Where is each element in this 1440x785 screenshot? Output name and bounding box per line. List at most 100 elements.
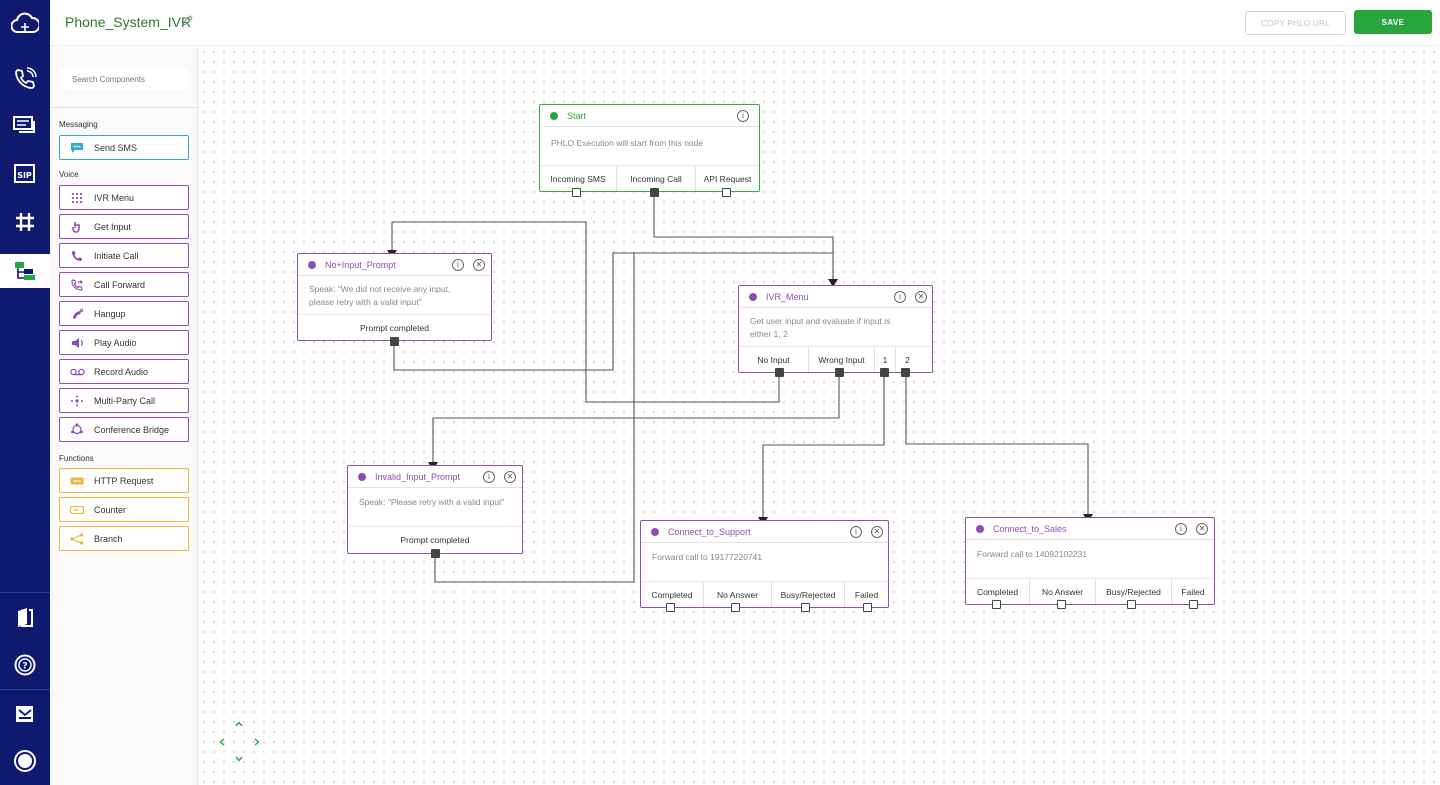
node-no-input-prompt[interactable]: No+Input_Prompt i ✕ Speak: "We did not r… xyxy=(297,253,492,341)
close-icon[interactable]: ✕ xyxy=(915,291,927,303)
port-busy-rejected[interactable] xyxy=(1127,600,1136,609)
keypad-icon xyxy=(60,192,94,204)
node-connect-to-sales[interactable]: Connect_to_Sales i ✕ Forward call to 140… xyxy=(965,517,1215,605)
rail-divider xyxy=(0,689,50,690)
port-wrong-input[interactable] xyxy=(835,368,844,377)
node-ivr-menu[interactable]: IVR_Menu i ✕ Get user input and evaluate… xyxy=(738,285,933,373)
help-icon[interactable]: ? xyxy=(0,648,50,682)
output-busy-rejected: Busy/Rejected xyxy=(771,582,844,607)
output-1: 1 xyxy=(874,347,895,372)
book-icon[interactable] xyxy=(0,601,50,635)
hashtag-icon[interactable] xyxy=(0,205,50,239)
component-counter[interactable]: Counter xyxy=(59,497,189,522)
component-send-sms[interactable]: Send SMS xyxy=(59,135,189,160)
node-connect-to-support[interactable]: Connect_to_Support i ✕ Forward call to 1… xyxy=(640,520,889,608)
output-prompt-completed: Prompt completed xyxy=(360,322,429,333)
port-prompt-completed[interactable] xyxy=(390,337,399,346)
component-label: Counter xyxy=(94,504,127,515)
copy-phlo-url-button[interactable]: COPY PHLO URL xyxy=(1245,11,1346,35)
component-label: Record Audio xyxy=(94,366,149,377)
close-icon[interactable]: ✕ xyxy=(504,471,516,483)
port-incoming-call[interactable] xyxy=(650,188,659,197)
info-icon[interactable]: i xyxy=(894,291,906,303)
component-call-forward[interactable]: Call Forward xyxy=(59,272,189,297)
component-get-input[interactable]: Get Input xyxy=(59,214,189,239)
close-icon[interactable]: ✕ xyxy=(473,259,485,271)
component-hangup[interactable]: Hangup xyxy=(59,301,189,326)
component-http-request[interactable]: HTTP Request xyxy=(59,468,189,493)
component-branch[interactable]: Branch xyxy=(59,526,189,551)
phone-icon[interactable] xyxy=(0,62,50,96)
component-label: Play Audio xyxy=(94,337,137,348)
output-completed: Completed xyxy=(651,589,693,600)
call-forward-icon xyxy=(60,278,94,291)
messages-icon[interactable] xyxy=(0,109,50,143)
account-icon[interactable] xyxy=(0,744,50,778)
section-voice: Voice xyxy=(59,170,79,179)
node-header: IVR_Menu i ✕ xyxy=(739,286,932,308)
pan-right-icon[interactable] xyxy=(250,735,264,749)
node-description: Speak: "We did not receive any input, pl… xyxy=(309,283,450,309)
component-label: Conference Bridge xyxy=(94,424,170,435)
port-no-input[interactable] xyxy=(775,368,784,377)
info-icon[interactable]: i xyxy=(452,259,464,271)
speaker-icon xyxy=(60,337,94,349)
component-conference-bridge[interactable]: Conference Bridge xyxy=(59,417,189,442)
component-initiate-call[interactable]: Initiate Call xyxy=(59,243,189,268)
node-outputs: Completed No Answer Busy/Rejected Failed xyxy=(641,581,888,607)
cloud-logo-icon[interactable] xyxy=(0,7,50,41)
sip-icon[interactable]: SIP xyxy=(0,157,50,191)
component-label: IVR Menu xyxy=(94,192,135,203)
info-icon[interactable]: i xyxy=(483,471,495,483)
left-rail: SIP ? xyxy=(0,0,50,785)
description-line: please retry with a valid input" xyxy=(309,297,422,307)
store-icon[interactable] xyxy=(0,697,50,731)
description-line: Get user input and evaluate if input is xyxy=(750,316,891,326)
info-icon[interactable]: i xyxy=(850,526,862,538)
node-invalid-input-prompt[interactable]: Invalid_Input_Prompt i ✕ Speak: "Please … xyxy=(347,465,523,554)
http-icon xyxy=(60,477,94,485)
output-incoming-call: Incoming Call xyxy=(616,166,695,191)
output-completed: Completed xyxy=(976,586,1019,597)
port-api-request[interactable] xyxy=(722,188,731,197)
port-no-answer[interactable] xyxy=(1057,600,1066,609)
port-busy-rejected[interactable] xyxy=(801,603,810,612)
search-components-input[interactable] xyxy=(60,68,188,90)
save-button[interactable]: SAVE xyxy=(1354,10,1432,34)
port-2[interactable] xyxy=(901,368,910,377)
output-no-input: No Input xyxy=(757,354,790,365)
component-ivr-menu[interactable]: IVR Menu xyxy=(59,185,189,210)
port-completed[interactable] xyxy=(666,603,675,612)
phlo-title[interactable]: Phone_System_IVR xyxy=(65,14,192,30)
component-label: Get Input xyxy=(94,221,132,232)
pan-down-icon[interactable] xyxy=(232,752,246,766)
svg-text:?: ? xyxy=(22,662,27,672)
node-start[interactable]: Start i PHLO Execution will start from t… xyxy=(539,104,760,192)
component-multi-party-call[interactable]: Multi-Party Call xyxy=(59,388,189,413)
port-failed[interactable] xyxy=(863,603,872,612)
output-failed: Failed xyxy=(844,582,888,607)
flow-canvas[interactable] xyxy=(199,47,1440,785)
pencil-icon[interactable] xyxy=(181,14,195,28)
component-play-audio[interactable]: Play Audio xyxy=(59,330,189,355)
port-no-answer[interactable] xyxy=(731,603,740,612)
sms-icon xyxy=(60,142,94,154)
node-outputs: Prompt completed xyxy=(348,526,522,553)
node-header: Connect_to_Support i ✕ xyxy=(641,521,888,543)
close-icon[interactable]: ✕ xyxy=(871,526,883,538)
port-completed[interactable] xyxy=(992,600,1001,609)
pan-left-icon[interactable] xyxy=(215,735,229,749)
info-icon[interactable]: i xyxy=(1175,523,1187,535)
component-record-audio[interactable]: Record Audio xyxy=(59,359,189,384)
port-failed[interactable] xyxy=(1189,600,1198,609)
port-incoming-sms[interactable] xyxy=(572,188,581,197)
component-label: HTTP Request xyxy=(94,475,154,486)
port-prompt-completed[interactable] xyxy=(431,549,440,558)
output-wrong-input: Wrong Input xyxy=(808,347,874,372)
flow-icon[interactable] xyxy=(0,254,50,288)
status-dot xyxy=(651,528,659,536)
info-icon[interactable]: i xyxy=(737,110,749,122)
pan-up-icon[interactable] xyxy=(232,717,246,731)
close-icon[interactable]: ✕ xyxy=(1196,523,1208,535)
port-1[interactable] xyxy=(880,368,889,377)
